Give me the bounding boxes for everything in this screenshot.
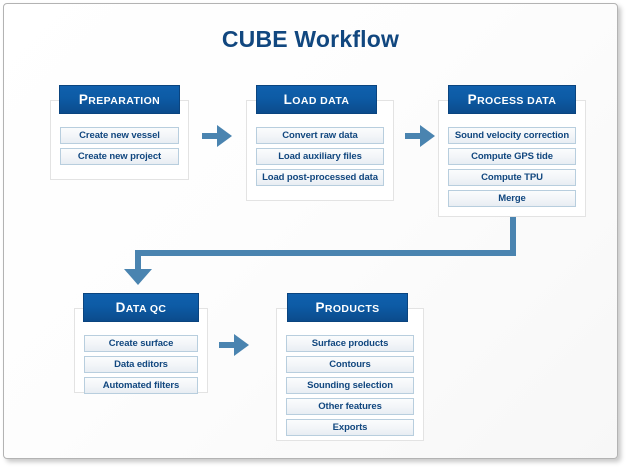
arrow-preparation-to-load-data — [202, 125, 232, 147]
stage-card-products: Surface products Contours Sounding selec… — [276, 308, 424, 441]
stage-items-data-qc: Create surface Data editors Automated fi… — [75, 335, 207, 394]
stage-header-process-data[interactable]: Process Data — [448, 85, 576, 114]
stage-item[interactable]: Create new project — [60, 148, 179, 165]
stage-header-label: Process Data — [467, 92, 557, 107]
stage-card-load-data: Convert raw data Load auxiliary files Lo… — [246, 100, 394, 201]
stage-item[interactable]: Create surface — [84, 335, 198, 352]
stage-card-process-data: Sound velocity correction Compute GPS ti… — [438, 100, 586, 217]
stage-header-label: Preparation — [78, 92, 161, 107]
stage-item[interactable]: Surface products — [286, 335, 414, 352]
stage-header-label: Load Data — [283, 92, 350, 107]
arrow-head — [234, 334, 249, 356]
arrow-shaft — [202, 133, 221, 139]
diagram-frame: CUBE Workflow Create new vessel Create n… — [3, 3, 618, 459]
stage-header-products[interactable]: Products — [287, 293, 408, 322]
stage-item[interactable]: Automated filters — [84, 377, 198, 394]
stage-item[interactable]: Create new vessel — [60, 127, 179, 144]
connector-segment-vertical-left — [135, 250, 141, 272]
stage-item[interactable]: Merge — [448, 190, 576, 207]
stage-items-preparation: Create new vessel Create new project — [51, 127, 188, 165]
stage-item[interactable]: Compute GPS tide — [448, 148, 576, 165]
connector-segment-vertical-right — [510, 217, 516, 256]
stage-header-preparation[interactable]: Preparation — [59, 85, 180, 114]
arrow-shaft — [405, 133, 424, 139]
stage-items-process-data: Sound velocity correction Compute GPS ti… — [439, 127, 585, 207]
stage-header-data-qc[interactable]: Data QC — [83, 293, 199, 322]
stage-header-load-data[interactable]: Load Data — [256, 85, 377, 114]
stage-item[interactable]: Convert raw data — [256, 127, 384, 144]
stage-item[interactable]: Sound velocity correction — [448, 127, 576, 144]
arrow-shaft — [219, 342, 238, 348]
stage-item[interactable]: Contours — [286, 356, 414, 373]
arrow-data-qc-to-products — [219, 334, 249, 356]
stage-item[interactable]: Sounding selection — [286, 377, 414, 394]
stage-items-products: Surface products Contours Sounding selec… — [277, 335, 423, 436]
connector-segment-horizontal — [135, 250, 516, 256]
arrow-head — [217, 125, 232, 147]
stage-item[interactable]: Load post-processed data — [256, 169, 384, 186]
stage-item[interactable]: Data editors — [84, 356, 198, 373]
stage-header-label: Data QC — [115, 300, 167, 315]
stage-item[interactable]: Other features — [286, 398, 414, 415]
stage-item[interactable]: Compute TPU — [448, 169, 576, 186]
arrow-head — [420, 125, 435, 147]
connector-arrow-head — [124, 269, 152, 285]
page-title: CUBE Workflow — [221, 26, 400, 52]
stage-item[interactable]: Exports — [286, 419, 414, 436]
arrow-load-data-to-process-data — [405, 125, 435, 147]
stage-items-load-data: Convert raw data Load auxiliary files Lo… — [247, 127, 393, 186]
stage-header-label: Products — [315, 300, 380, 315]
stage-item[interactable]: Load auxiliary files — [256, 148, 384, 165]
